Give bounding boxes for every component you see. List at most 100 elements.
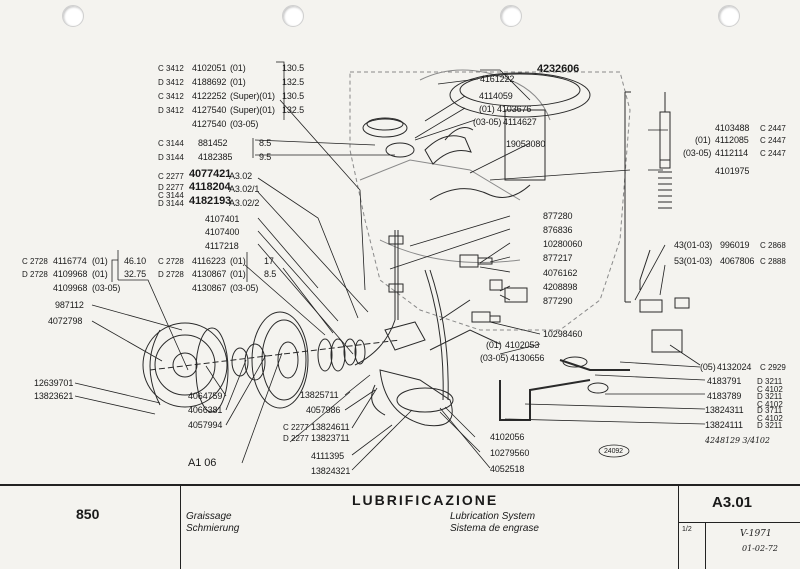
part-number: 4072798 — [48, 316, 83, 326]
part-number: 4064759 — [188, 391, 223, 401]
variant-code: C 4102 — [757, 400, 783, 409]
variant-code: C 2277 — [283, 423, 309, 432]
part-value: 8.5 — [264, 269, 277, 279]
part-number: 987112 — [55, 300, 84, 310]
variant-code: D 3211 — [757, 377, 783, 386]
variant-code: C 2728 — [22, 257, 48, 266]
figure-ref: A3.02/1 — [229, 184, 260, 194]
part-number: 4183791 — [707, 376, 742, 386]
part-number: 4116223 — [192, 256, 226, 266]
part-number: 4122252 — [192, 91, 227, 101]
divider — [705, 522, 706, 569]
variant-code: C 3144 — [158, 139, 184, 148]
part-number: 10280060 — [543, 239, 583, 249]
variant-code: D 2277 — [158, 183, 184, 192]
part-number: 4102053 — [505, 340, 540, 350]
title-fr: Graissage — [186, 511, 232, 522]
handwritten-note: 4248129 3/4102 — [705, 436, 770, 445]
variant-code: D 3412 — [158, 78, 184, 87]
title-de: Schmierung — [186, 523, 240, 534]
part-value: 132.5 — [282, 105, 305, 115]
part-note: (03-05) — [480, 353, 509, 363]
part-note: (01) — [230, 256, 246, 266]
variant-code: D 3412 — [158, 106, 184, 115]
part-number: 4182193 — [189, 195, 232, 207]
part-number: 4102056 — [490, 432, 525, 442]
part-note: (01) — [479, 104, 495, 114]
title-block-top-rule — [0, 484, 800, 486]
part-number: 4118204 — [189, 181, 231, 193]
part-number: 4101975 — [715, 166, 750, 176]
part-number: 4114059 — [479, 91, 513, 101]
variant-code: D 2277 — [283, 434, 309, 443]
part-number: 4127540 — [192, 105, 227, 115]
part-number: 13824311 — [705, 405, 744, 415]
part-note: (01) — [230, 77, 246, 87]
part-value: 130.5 — [282, 91, 305, 101]
binder-hole — [718, 5, 740, 27]
part-value: 130.5 — [282, 63, 305, 73]
part-note: 43(01-03) — [674, 240, 713, 250]
part-number: 10298460 — [543, 329, 583, 339]
binder-hole — [500, 5, 522, 27]
divider — [180, 484, 181, 569]
part-note: (01) — [92, 256, 108, 266]
variant-code: D 2728 — [22, 270, 48, 279]
part-note: (01) — [230, 63, 246, 73]
part-value: 8.5 — [259, 138, 272, 148]
figure-ref: A3.02 — [229, 171, 253, 181]
part-value: 32.75 — [124, 269, 147, 279]
part-note: (03-05) — [683, 148, 712, 158]
part-number: 4076162 — [543, 268, 578, 278]
variant-code: D 3211 — [757, 392, 783, 401]
part-number: 4130867 — [192, 269, 227, 279]
revision-date: 01-02-72 — [742, 544, 778, 553]
part-number: 996019 — [720, 240, 750, 250]
part-number: 4127540 — [192, 119, 227, 129]
revision-signature: V-1971 — [740, 529, 772, 539]
variant-code: C 2277 — [158, 172, 184, 181]
stamp: 24092 — [604, 448, 623, 455]
part-number: 4182385 — [198, 152, 233, 162]
figure-ref: A3.02/2 — [229, 198, 260, 208]
part-number: 881452 — [198, 138, 228, 148]
part-number: 4117218 — [205, 241, 239, 251]
part-number: 13823711 — [311, 433, 350, 443]
part-note: (01) — [92, 269, 108, 279]
part-number: 4103676 — [497, 104, 532, 114]
part-value: 9.5 — [259, 152, 272, 162]
figure-tag: A1 06 — [188, 457, 217, 469]
title-block: 850 LUBRIFICAZIONE Graissage Schmierung … — [0, 484, 800, 569]
part-note: (03-05) — [230, 119, 259, 129]
title-es: Sistema de engrase — [450, 523, 539, 534]
variant-code: C 4102 — [757, 414, 783, 423]
part-number: 4183789 — [707, 391, 742, 401]
part-note: (05) — [700, 362, 716, 372]
exploded-view-drawing — [74, 61, 706, 471]
model-number: 850 — [76, 506, 100, 522]
variant-code: C 4102 — [757, 385, 783, 394]
part-value: 132.5 — [282, 77, 305, 87]
divider — [678, 522, 800, 523]
part-number: 4066381 — [188, 405, 223, 415]
variant-code: D 2728 — [158, 270, 184, 279]
variant-code: D 3211 — [757, 421, 783, 430]
part-number: 19053080 — [506, 139, 546, 149]
part-number: 877280 — [543, 211, 573, 221]
part-note: (03-05) — [92, 283, 121, 293]
variant-code: C 2447 — [760, 136, 786, 145]
part-number: 13825711 — [300, 390, 339, 400]
part-number: 877217 — [543, 253, 573, 263]
part-number: 4052518 — [490, 464, 525, 474]
part-number: 13824321 — [311, 466, 351, 476]
variant-code: C 2447 — [760, 149, 786, 158]
part-number: 13824111 — [705, 420, 743, 430]
part-note: (Super)(01) — [230, 105, 275, 115]
part-number: 4116774 — [53, 256, 87, 266]
part-number: 4130656 — [510, 353, 545, 363]
part-number: 4208898 — [543, 282, 578, 292]
variant-code: D 3144 — [158, 153, 184, 162]
part-value: 17 — [264, 256, 274, 266]
variant-code: C 2868 — [760, 241, 786, 250]
variant-code: C 2888 — [760, 257, 786, 266]
